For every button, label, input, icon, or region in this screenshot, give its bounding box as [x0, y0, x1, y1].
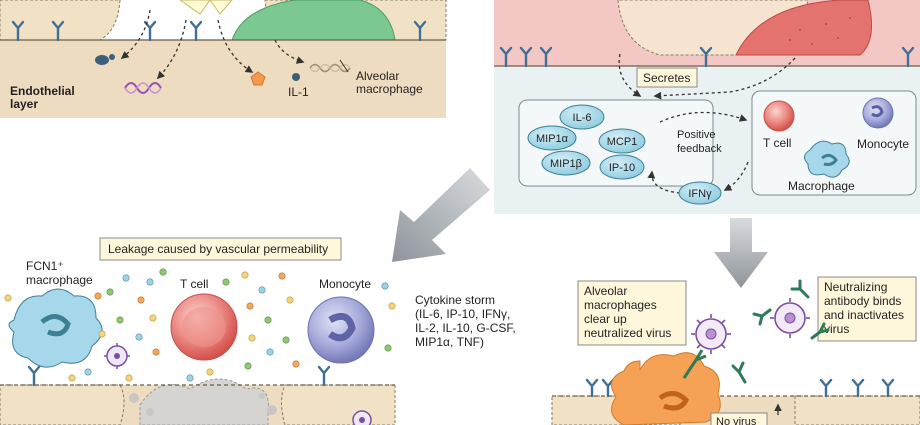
cytokine-il6: IL-6 — [573, 112, 592, 124]
no-virus-label: No virus — [716, 416, 757, 425]
alveolar-note-3: clear up — [584, 312, 627, 326]
t-cell-label-storm: T cell — [180, 277, 208, 291]
dna-icon — [124, 82, 162, 94]
antibody-note-3: and inactivates — [824, 308, 904, 322]
ifn-gamma-label: IFNγ — [688, 188, 712, 200]
alveolar-note-1: Alveolar — [584, 284, 627, 298]
fcn1-macrophage-icon — [8, 288, 103, 368]
svg-text:Cytokine storm: Cytokine storm — [415, 293, 495, 307]
fcn1-label-1: FCN1⁺ — [26, 259, 64, 273]
secretion-arrows — [120, 9, 305, 80]
cytokine-mip1b: MIP1β — [550, 158, 582, 170]
antibody-note-1: Neutralizing — [824, 280, 887, 294]
alveolar-macrophage-orange — [611, 352, 721, 425]
secretes-arrows — [618, 53, 796, 100]
alveolar-note-2: macrophages — [584, 298, 657, 312]
debris — [129, 393, 277, 416]
cytokine-mip1a: MIP1α — [536, 133, 569, 145]
leakage-callout — [99, 237, 342, 261]
leakage-label: Leakage caused by vascular permeability — [108, 242, 328, 256]
t-cell-icon — [763, 100, 795, 132]
monocyte-icon — [862, 97, 894, 129]
cytokine-dots — [4, 268, 396, 382]
cytokine-mcp1: MCP1 — [607, 136, 638, 148]
cytokine-storm-label: Cytokine storm (IL-6, IP-10, IFNγ, IL-2,… — [415, 293, 516, 349]
cytokine-list: IL-6 MIP1α MCP1 MIP1β IP-10 — [527, 104, 646, 180]
monocyte-large-icon — [307, 296, 375, 364]
il1-molecule — [292, 73, 300, 81]
feedback-label-2: feedback — [677, 143, 722, 155]
t-cell-label: T cell — [763, 136, 791, 150]
antibody-icon — [682, 349, 707, 379]
antibody-cluster — [731, 279, 830, 384]
alveolar-note-4: neutralized virus — [584, 326, 671, 340]
svg-text:IL-2, IL-10, G-CSF,: IL-2, IL-10, G-CSF, — [415, 321, 516, 335]
receptor-row — [27, 365, 331, 387]
ifn-gamma-bubble — [678, 181, 722, 205]
antibody-note-2: antibody binds — [824, 294, 901, 308]
monocyte-label-storm: Monocyte — [319, 277, 371, 291]
pentagon-molecule — [250, 71, 266, 86]
alveolar-note-callout — [577, 280, 687, 346]
bottom-right-panel: Alveolar macrophages clear up neutralize… — [551, 276, 920, 425]
infected-cell-red — [735, 0, 873, 56]
svg-text:(IL-6, IP-10, IFNγ,: (IL-6, IP-10, IFNγ, — [415, 307, 510, 321]
alveolar-macrophage-cell — [231, 0, 396, 41]
receptor-row — [585, 378, 895, 398]
no-virus-callout — [710, 412, 768, 425]
endothelial-label-1: Endothelial — [10, 84, 75, 98]
alveolar-macrophage-label-2: macrophage — [356, 82, 423, 96]
molecule-cluster — [95, 54, 351, 94]
macrophage-icon — [804, 140, 850, 178]
receptor-row — [11, 20, 427, 42]
il1-label: IL-1 — [288, 85, 309, 99]
secretes-callout: Secretes — [636, 67, 698, 88]
antibody-note-4: virus — [824, 322, 849, 336]
secretes-label: Secretes — [643, 71, 690, 85]
transition-arrow-down — [714, 218, 768, 288]
receptor-row — [499, 46, 915, 68]
monocyte-label: Monocyte — [857, 137, 909, 151]
feedback-label-1: Positive — [677, 129, 716, 141]
endothelial-layer-bg — [0, 40, 446, 118]
macrophage-label: Macrophage — [788, 179, 855, 193]
bottom-left-panel: Leakage caused by vascular permeability … — [0, 237, 516, 425]
burst-icon — [179, 0, 233, 15]
damaged-cell — [139, 378, 270, 425]
antibody-note-callout — [817, 276, 917, 342]
cytokine-ip10: IP-10 — [609, 162, 635, 174]
top-right-panel: Secretes IL-6 MIP1α MCP1 MIP1β IP-10 Pos… — [494, 0, 920, 214]
top-left-panel: Endothelial layer IL-1 Alveolar macropha… — [0, 0, 447, 118]
alveolar-macrophage-label-1: Alveolar — [356, 69, 399, 83]
virus-icon — [104, 343, 130, 369]
virus-icon — [770, 298, 810, 338]
svg-text:MIP1α, TNF): MIP1α, TNF) — [415, 335, 484, 349]
endothelial-label-2: layer — [10, 97, 38, 111]
fcn1-label-2: macrophage — [26, 273, 93, 287]
cell-dots — [789, 17, 851, 45]
virus-icon — [352, 410, 372, 425]
transition-arrow-diagonal — [392, 168, 490, 262]
virus-icon — [691, 314, 731, 354]
feedback-arrows — [647, 111, 749, 194]
